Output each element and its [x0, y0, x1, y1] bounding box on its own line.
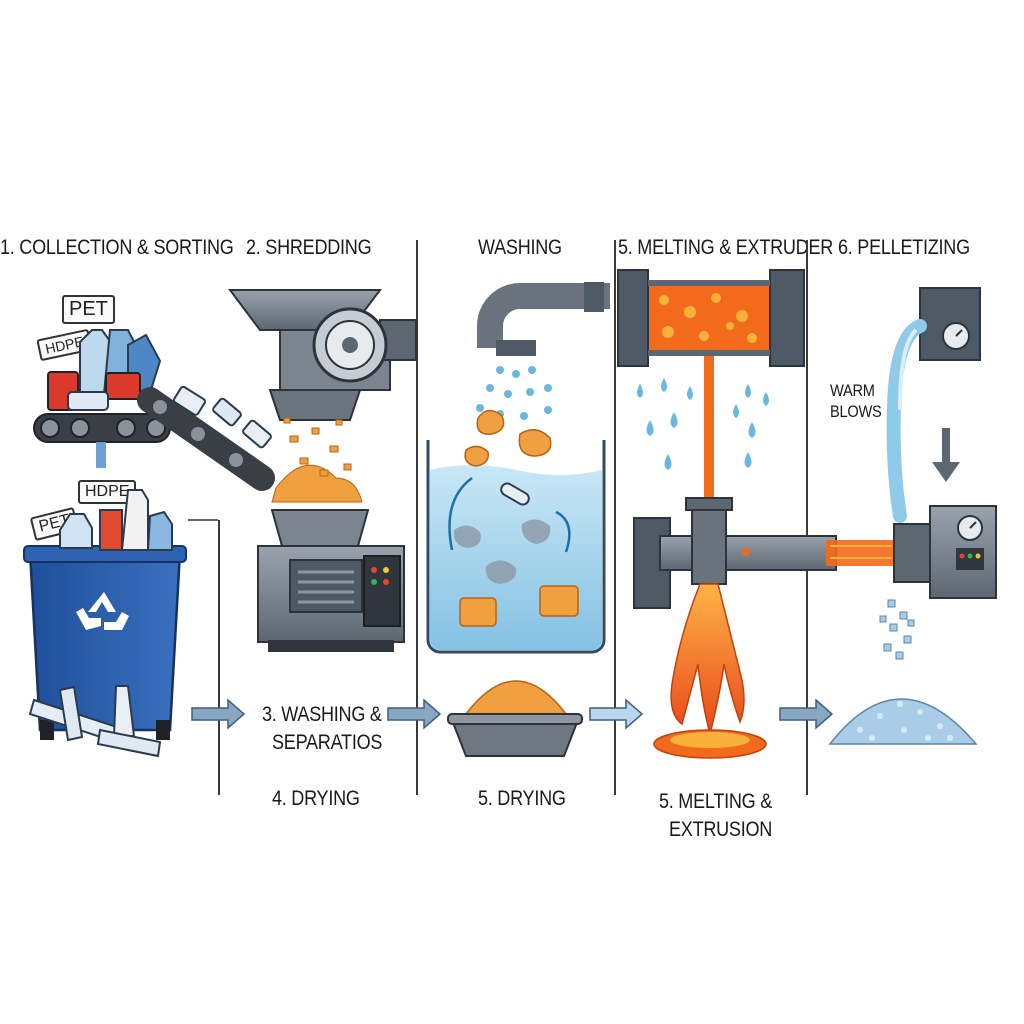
- step2-shredding-label: 2. SHREDDING: [246, 236, 372, 259]
- shredder-hopper: [228, 289, 417, 421]
- molten-stream: [704, 356, 714, 508]
- pellet-pile: [828, 698, 978, 745]
- melting-extrusion-line1: 5. MELTING &: [659, 790, 772, 813]
- step3-washing-sep-line2: SEPARATIOS: [272, 731, 383, 754]
- warm-blows-line1: WARM: [830, 381, 875, 400]
- step4-drying-label: 4. DRYING: [272, 787, 360, 810]
- water-pipe: [477, 282, 610, 356]
- drying-bowl: [447, 680, 583, 757]
- cooling-drops: [637, 378, 769, 470]
- divider-4: [806, 240, 808, 795]
- shredded-flakes: [271, 417, 363, 503]
- washing-label: WASHING: [478, 236, 562, 259]
- warm-blows-line2: BLOWS: [830, 402, 882, 421]
- falling-pellets: [879, 599, 915, 660]
- water-stream: [886, 319, 927, 523]
- recycle-symbol-icon: [76, 592, 129, 630]
- step5-drying-label: 5. DRYING: [478, 787, 566, 810]
- pelletizer-top: [919, 287, 981, 361]
- step5-melting-extruder-label: 5. MELTING & EXTRUDER: [618, 236, 834, 259]
- extruder-barrel: [617, 269, 805, 367]
- melting-extrusion-line2: EXTRUSION: [669, 818, 773, 841]
- down-arrow-icon: [932, 428, 960, 482]
- flow-arrow-3-icon: [589, 698, 644, 730]
- pet-tag-top: PET: [62, 295, 115, 324]
- pelletizer-machine: [893, 505, 997, 599]
- conveyor-belt: [33, 385, 275, 491]
- step6-pelletizing-label: 6. PELLETIZING: [838, 236, 970, 259]
- step3-washing-sep-line1: 3. WASHING &: [262, 703, 382, 726]
- hdpe-tag-bin: HDPE: [78, 480, 137, 504]
- extruder-pipe: [633, 497, 896, 609]
- molten-plastic-pour: [653, 583, 767, 759]
- washing-tank: [426, 409, 606, 654]
- pet-tag-bin: PET: [29, 506, 80, 542]
- shredder-machine: [257, 509, 405, 652]
- divider-1: [218, 520, 220, 795]
- hdpe-tag-top: HDPE: [36, 328, 93, 362]
- divider-2: [416, 240, 418, 795]
- step1-collection-label: 1. COLLECTION & SORTING: [0, 236, 234, 259]
- divider-3: [614, 240, 616, 795]
- flow-arrow-2-icon: [387, 698, 442, 730]
- water-spray: [476, 366, 552, 420]
